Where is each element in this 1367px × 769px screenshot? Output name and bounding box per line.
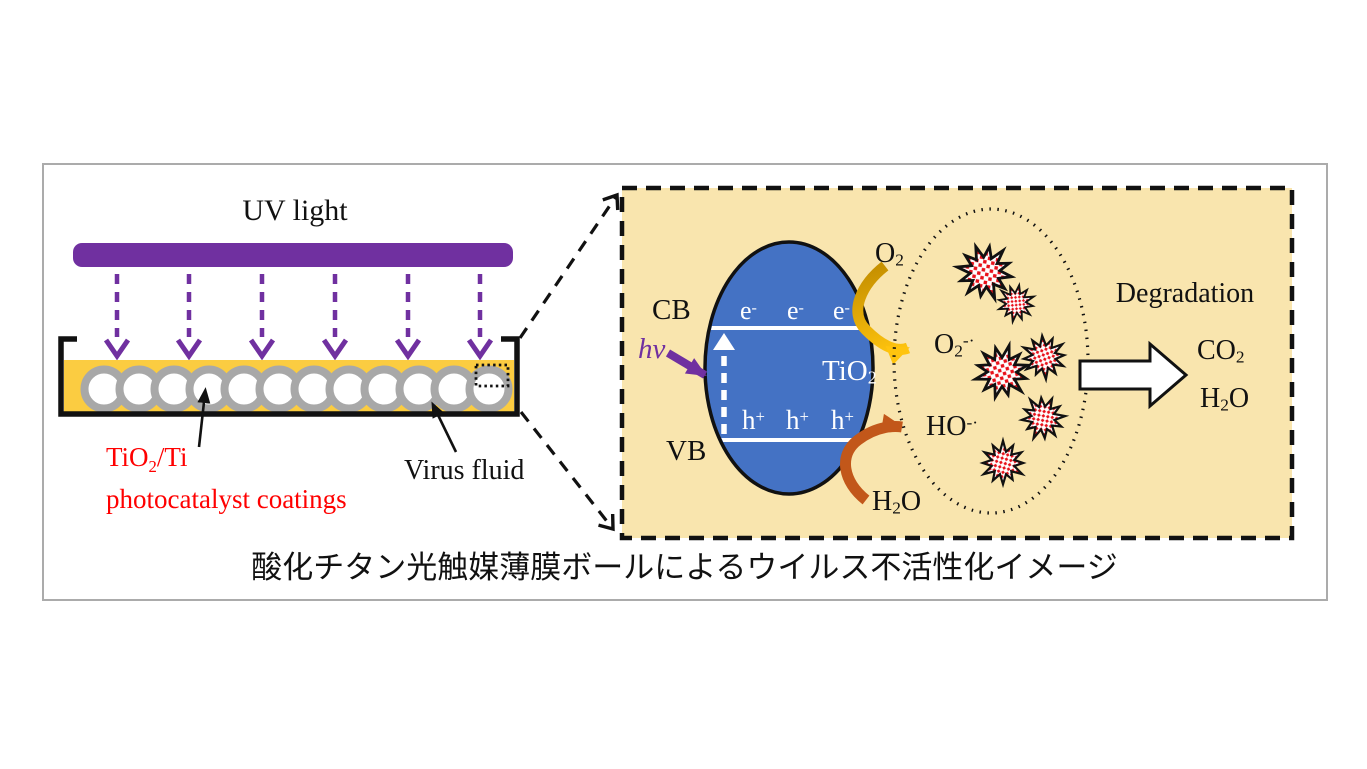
uv-ray-arrow: [248, 274, 276, 361]
electron-label: e-: [833, 296, 850, 325]
hole-label: h+: [831, 405, 854, 435]
figure-caption: 酸化チタン光触媒薄膜ボールによるウイルス不活性化イメージ: [251, 550, 1118, 585]
coating-label-line1: TiO2/Ti: [106, 442, 188, 476]
photocatalyst-ball: [465, 365, 513, 412]
photocatalyst-balls: [80, 365, 513, 412]
excitation-arrowhead: [713, 333, 735, 350]
o2-label: O2: [875, 238, 904, 270]
degradation-block-arrow: [1078, 340, 1189, 410]
tray-outline: [58, 336, 520, 417]
uv-ray-arrow: [175, 274, 203, 361]
co2-label: CO2: [1197, 335, 1245, 367]
hydroxyl-label: HO-·: [926, 411, 979, 442]
uv-light-label: UV light: [242, 194, 348, 227]
electron-label: e-: [787, 296, 804, 325]
virus-fluid-pointer-arrow: [431, 401, 458, 453]
uv-ray-arrow: [321, 274, 349, 361]
hv-label: hν: [638, 333, 666, 365]
electron-label: e-: [740, 296, 757, 325]
zoom-connector-line-top: [518, 192, 620, 339]
superoxide-label: O2-·: [934, 329, 975, 361]
coating-label: TiO2/Ti photocatalyst coatings: [106, 441, 347, 516]
h2o-product-label: H2O: [1200, 383, 1250, 415]
uv-ray-arrow: [394, 274, 422, 361]
h2o-label: H2O: [872, 486, 922, 518]
uv-ray-arrows: [103, 274, 494, 361]
zoom-region-dotted-rect: [474, 363, 510, 388]
hv-photon-arrow: [665, 349, 708, 379]
cb-label: CB: [652, 294, 691, 326]
hole-label: h+: [786, 405, 809, 435]
tio2-label: TiO2: [822, 355, 877, 388]
uv-lamp-bar: [73, 243, 513, 267]
degradation-label: Degradation: [1115, 278, 1255, 309]
o2-to-superoxide-arrow: [852, 261, 911, 365]
h2o-to-hydroxyl-arrow: [840, 413, 904, 505]
vb-label: VB: [666, 435, 707, 467]
zoom-connector-line-bottom: [519, 411, 615, 532]
uv-ray-arrow: [466, 274, 494, 361]
virus-fluid-label: Virus fluid: [404, 455, 525, 486]
coating-pointer-arrow: [197, 387, 211, 448]
uv-ray-arrow: [103, 274, 131, 361]
coating-label-line2: photocatalyst coatings: [106, 483, 347, 514]
hole-label: h+: [742, 405, 765, 435]
